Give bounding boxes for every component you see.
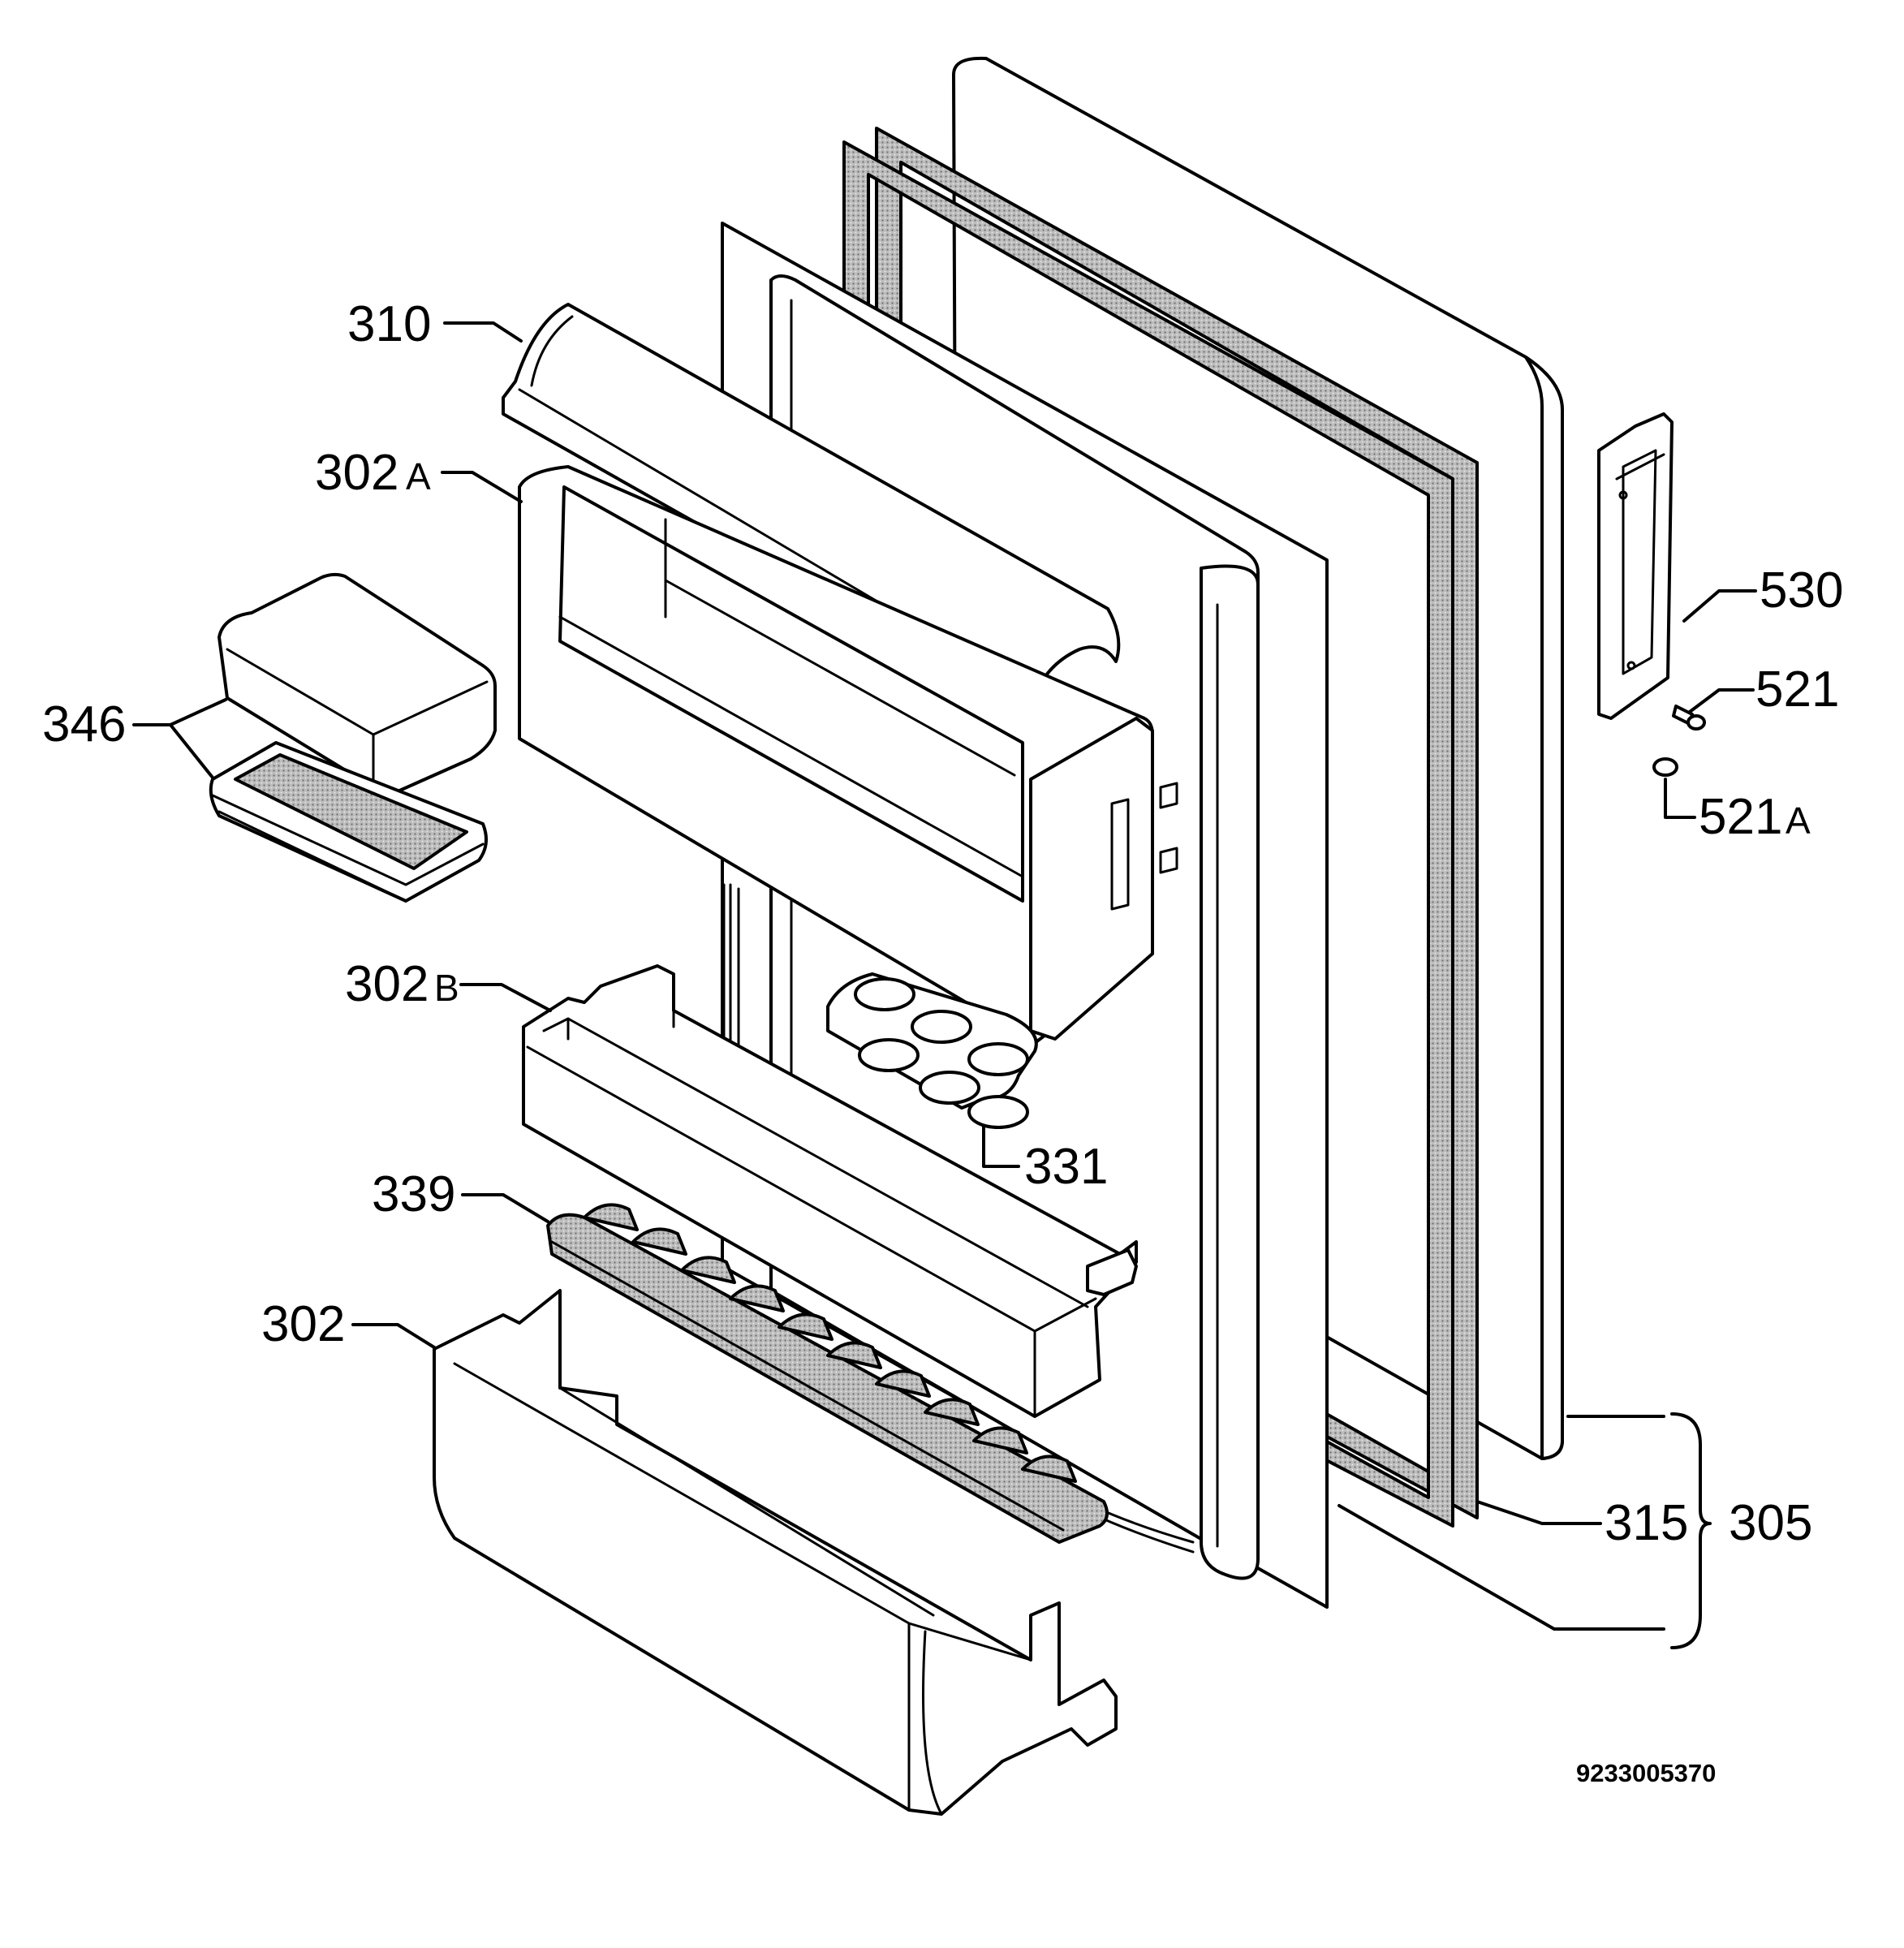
middle-door-shelf: [522, 964, 1138, 1418]
label-346: 346: [42, 696, 126, 752]
drawing-code: 9233005370: [1576, 1759, 1716, 1787]
label-302a: 302: [315, 445, 398, 501]
screw-washer: [1652, 757, 1678, 777]
egg-tray: [826, 972, 1038, 1129]
label-302: 302: [261, 1296, 345, 1352]
label-315: 315: [1605, 1495, 1688, 1551]
label-302a-suffix: A: [406, 455, 431, 498]
label-310: 310: [347, 296, 431, 352]
label-521: 521: [1755, 662, 1839, 718]
upper-door-shelf: [518, 465, 1178, 1045]
butter-compartment: [209, 572, 497, 903]
leader-lines: [132, 321, 1757, 1649]
bottom-door-shelf: [433, 1289, 1118, 1816]
label-530: 530: [1760, 562, 1843, 618]
bottle-rack: [546, 1203, 1109, 1544]
hinge-screw: [1672, 705, 1706, 730]
label-521a-suffix: A: [1786, 799, 1811, 842]
hinge-cover: [1597, 412, 1674, 720]
label-331: 331: [1024, 1139, 1108, 1195]
label-302b-suffix: B: [434, 967, 459, 1009]
label-521a: 521: [1699, 789, 1782, 845]
label-302b: 302: [345, 956, 429, 1012]
label-339: 339: [372, 1166, 455, 1222]
label-305: 305: [1729, 1495, 1812, 1551]
